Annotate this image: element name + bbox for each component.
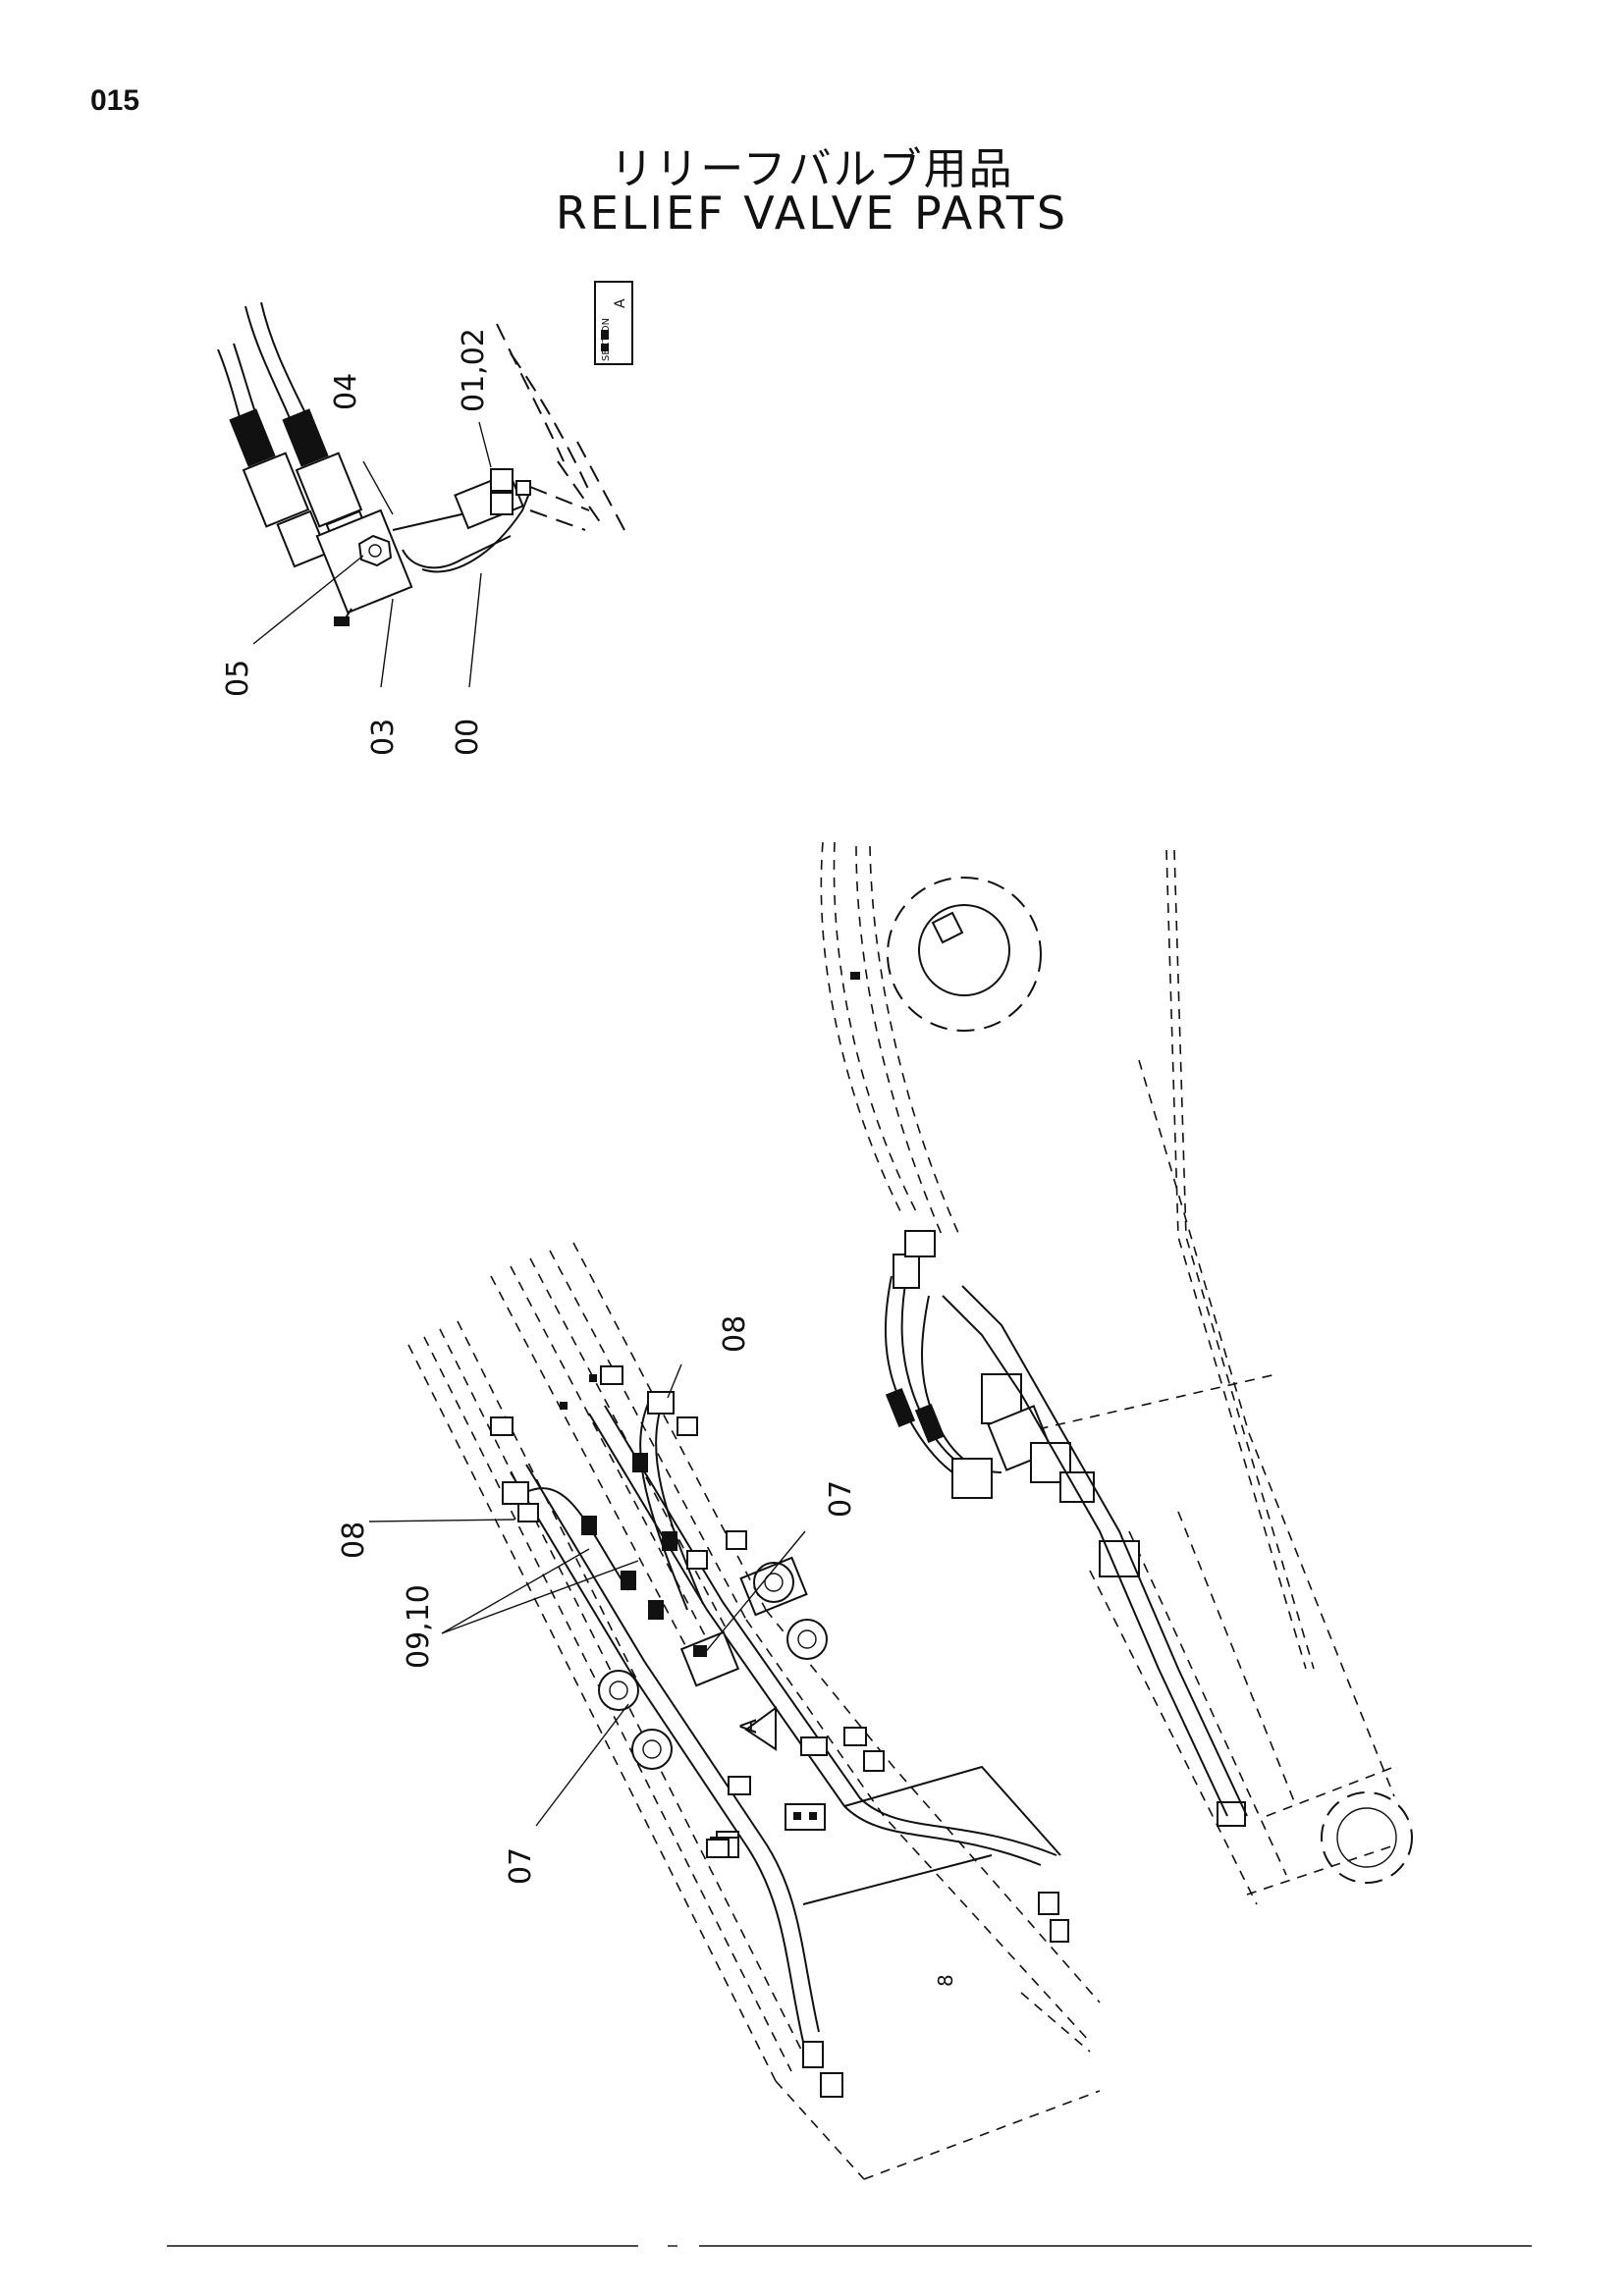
section-a-detail: SECTION A [217, 281, 633, 756]
callout-01-02: 01,02 [457, 328, 491, 412]
callout-04: 04 [329, 373, 363, 410]
page-title-english: RELIEF VALVE PARTS [555, 187, 1069, 240]
page-title-japanese: リリーフバルブ用品 [610, 144, 1014, 194]
callout-08-top: 08 [718, 1315, 752, 1353]
section-tag: SECTION A [594, 281, 633, 365]
callout-8-plate: 8 [934, 1974, 957, 1987]
callout-05: 05 [221, 660, 255, 697]
callout-07-bottom: 07 [504, 1847, 538, 1885]
page-number: 015 [90, 84, 140, 117]
callout-07-right: 07 [824, 1480, 858, 1518]
section-tag-letter: A [613, 298, 628, 308]
callout-00: 00 [451, 719, 485, 756]
callout-08-left: 08 [337, 1522, 371, 1559]
view-marker-a: A [737, 1719, 762, 1734]
callout-09-10: 09,10 [402, 1584, 436, 1669]
callout-03: 03 [366, 719, 401, 756]
boom-arm-assembly: A 08 08 07 09,10 07 8 [337, 841, 1413, 2180]
